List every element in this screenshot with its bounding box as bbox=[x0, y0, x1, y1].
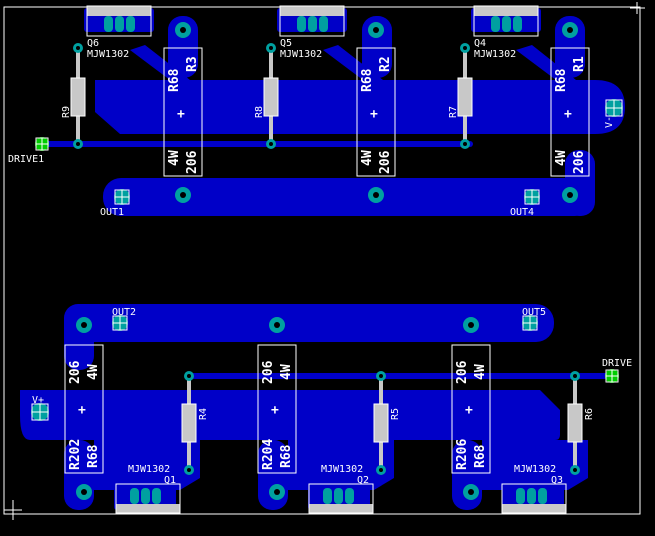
plus-symbol: + bbox=[465, 403, 473, 418]
resistor-ref: R5 bbox=[390, 408, 401, 420]
power-resistor-rating: 4W bbox=[554, 150, 569, 166]
transistor-part: MJW1302 bbox=[514, 464, 556, 475]
bottom-copper bbox=[20, 304, 615, 510]
power-resistor-package: 206 bbox=[572, 150, 587, 174]
power-resistor-value: R68 bbox=[473, 444, 488, 468]
transistor-ref: Q2 bbox=[357, 475, 369, 486]
connector-label: V- bbox=[604, 116, 615, 128]
resistor-ref: R4 bbox=[198, 408, 209, 420]
transistor-q6[interactable]: Q6 MJW1302 bbox=[86, 5, 152, 60]
connector-out2[interactable]: OUT2 bbox=[112, 307, 136, 331]
transistor-q1[interactable]: MJW1302 Q1 bbox=[115, 464, 181, 514]
power-resistor-package: 206 bbox=[185, 150, 200, 174]
plus-symbol: + bbox=[564, 107, 572, 122]
power-resistor-ref: R1 bbox=[572, 56, 587, 72]
connector-out1[interactable]: OUT1 bbox=[100, 189, 130, 218]
power-resistor-r204[interactable]: 206 4W R204 R68 + bbox=[257, 317, 297, 500]
power-resistor-ref: R2 bbox=[378, 56, 393, 72]
connector-label: OUT2 bbox=[112, 307, 136, 318]
transistor-part: MJW1302 bbox=[321, 464, 363, 475]
power-resistor-package: 206 bbox=[378, 150, 393, 174]
top-copper bbox=[39, 8, 625, 216]
transistor-q4[interactable]: Q4 MJW1302 bbox=[473, 5, 539, 60]
plus-symbol: + bbox=[370, 107, 378, 122]
power-resistor-ref: R206 bbox=[455, 439, 470, 470]
connector-vminus[interactable]: V- bbox=[604, 99, 623, 128]
resistor-ref: R7 bbox=[448, 106, 459, 118]
transistor-part: MJW1302 bbox=[128, 464, 170, 475]
power-resistor-rating: 4W bbox=[167, 150, 182, 166]
connector-drive[interactable]: DRIVE bbox=[602, 358, 632, 383]
origin-crosshair-icon bbox=[4, 500, 22, 520]
power-resistor-r202[interactable]: 206 4W R202 R68 + bbox=[64, 317, 104, 500]
transistor-part: MJW1302 bbox=[87, 49, 129, 60]
transistor-ref: Q6 bbox=[87, 38, 99, 49]
transistor-part: MJW1302 bbox=[474, 49, 516, 60]
power-resistor-value: R68 bbox=[167, 68, 182, 92]
transistor-ref: Q4 bbox=[474, 38, 486, 49]
connector-drive1[interactable]: DRIVE1 bbox=[8, 137, 49, 165]
power-resistor-rating: 4W bbox=[360, 150, 375, 166]
resistor-r4[interactable]: R4 bbox=[181, 371, 209, 475]
power-resistor-ref: R202 bbox=[68, 439, 83, 470]
plus-symbol: + bbox=[177, 107, 185, 122]
power-resistor-value: R68 bbox=[279, 444, 294, 468]
transistor-q3[interactable]: MJW1302 Q3 bbox=[501, 464, 567, 514]
connector-vplus[interactable]: V+ bbox=[31, 395, 49, 421]
power-resistor-package: 206 bbox=[68, 360, 83, 384]
transistor-part: MJW1302 bbox=[280, 49, 322, 60]
resistor-r8[interactable]: R8 bbox=[254, 43, 279, 149]
power-resistor-r2[interactable]: R68 R2 4W 206 + bbox=[356, 22, 396, 203]
plus-symbol: + bbox=[78, 403, 86, 418]
transistor-q2[interactable]: MJW1302 Q2 bbox=[308, 464, 374, 514]
connector-out5[interactable]: OUT5 bbox=[522, 307, 546, 331]
resistor-r9[interactable]: R9 bbox=[61, 43, 86, 149]
connector-label: OUT4 bbox=[510, 207, 534, 218]
connector-label: OUT1 bbox=[100, 207, 124, 218]
connector-label: OUT5 bbox=[522, 307, 546, 318]
power-resistor-rating: 4W bbox=[86, 364, 101, 380]
plus-symbol: + bbox=[271, 403, 279, 418]
connector-label: V+ bbox=[32, 395, 44, 406]
power-resistor-r3[interactable]: R68 R3 4W 206 + bbox=[163, 22, 203, 203]
resistor-ref: R8 bbox=[254, 106, 265, 118]
power-resistor-ref: R204 bbox=[261, 439, 276, 470]
power-resistor-r1[interactable]: R68 R1 4W 206 + bbox=[550, 22, 590, 203]
transistor-ref: Q3 bbox=[551, 475, 563, 486]
resistor-r5[interactable]: R5 bbox=[373, 371, 401, 475]
power-resistor-package: 206 bbox=[455, 360, 470, 384]
transistor-q5[interactable]: Q5 MJW1302 bbox=[279, 5, 345, 60]
power-resistor-value: R68 bbox=[86, 444, 101, 468]
power-resistor-rating: 4W bbox=[473, 364, 488, 380]
corner-crosshair-icon bbox=[630, 2, 645, 14]
resistor-r6[interactable]: R6 bbox=[567, 371, 595, 475]
power-resistor-ref: R3 bbox=[185, 56, 200, 72]
transistor-ref: Q5 bbox=[280, 38, 292, 49]
power-resistor-r206[interactable]: 206 4W R206 R68 + bbox=[451, 317, 491, 500]
power-resistor-rating: 4W bbox=[279, 364, 294, 380]
resistor-ref: R9 bbox=[61, 106, 72, 118]
power-resistor-value: R68 bbox=[554, 68, 569, 92]
power-resistor-package: 206 bbox=[261, 360, 276, 384]
resistor-r7[interactable]: R7 bbox=[448, 43, 473, 149]
connector-out4[interactable]: OUT4 bbox=[510, 189, 540, 218]
power-resistor-value: R68 bbox=[360, 68, 375, 92]
resistor-ref: R6 bbox=[584, 408, 595, 420]
connector-label: DRIVE bbox=[602, 358, 632, 369]
connector-label: DRIVE1 bbox=[8, 154, 44, 165]
transistor-ref: Q1 bbox=[164, 475, 176, 486]
